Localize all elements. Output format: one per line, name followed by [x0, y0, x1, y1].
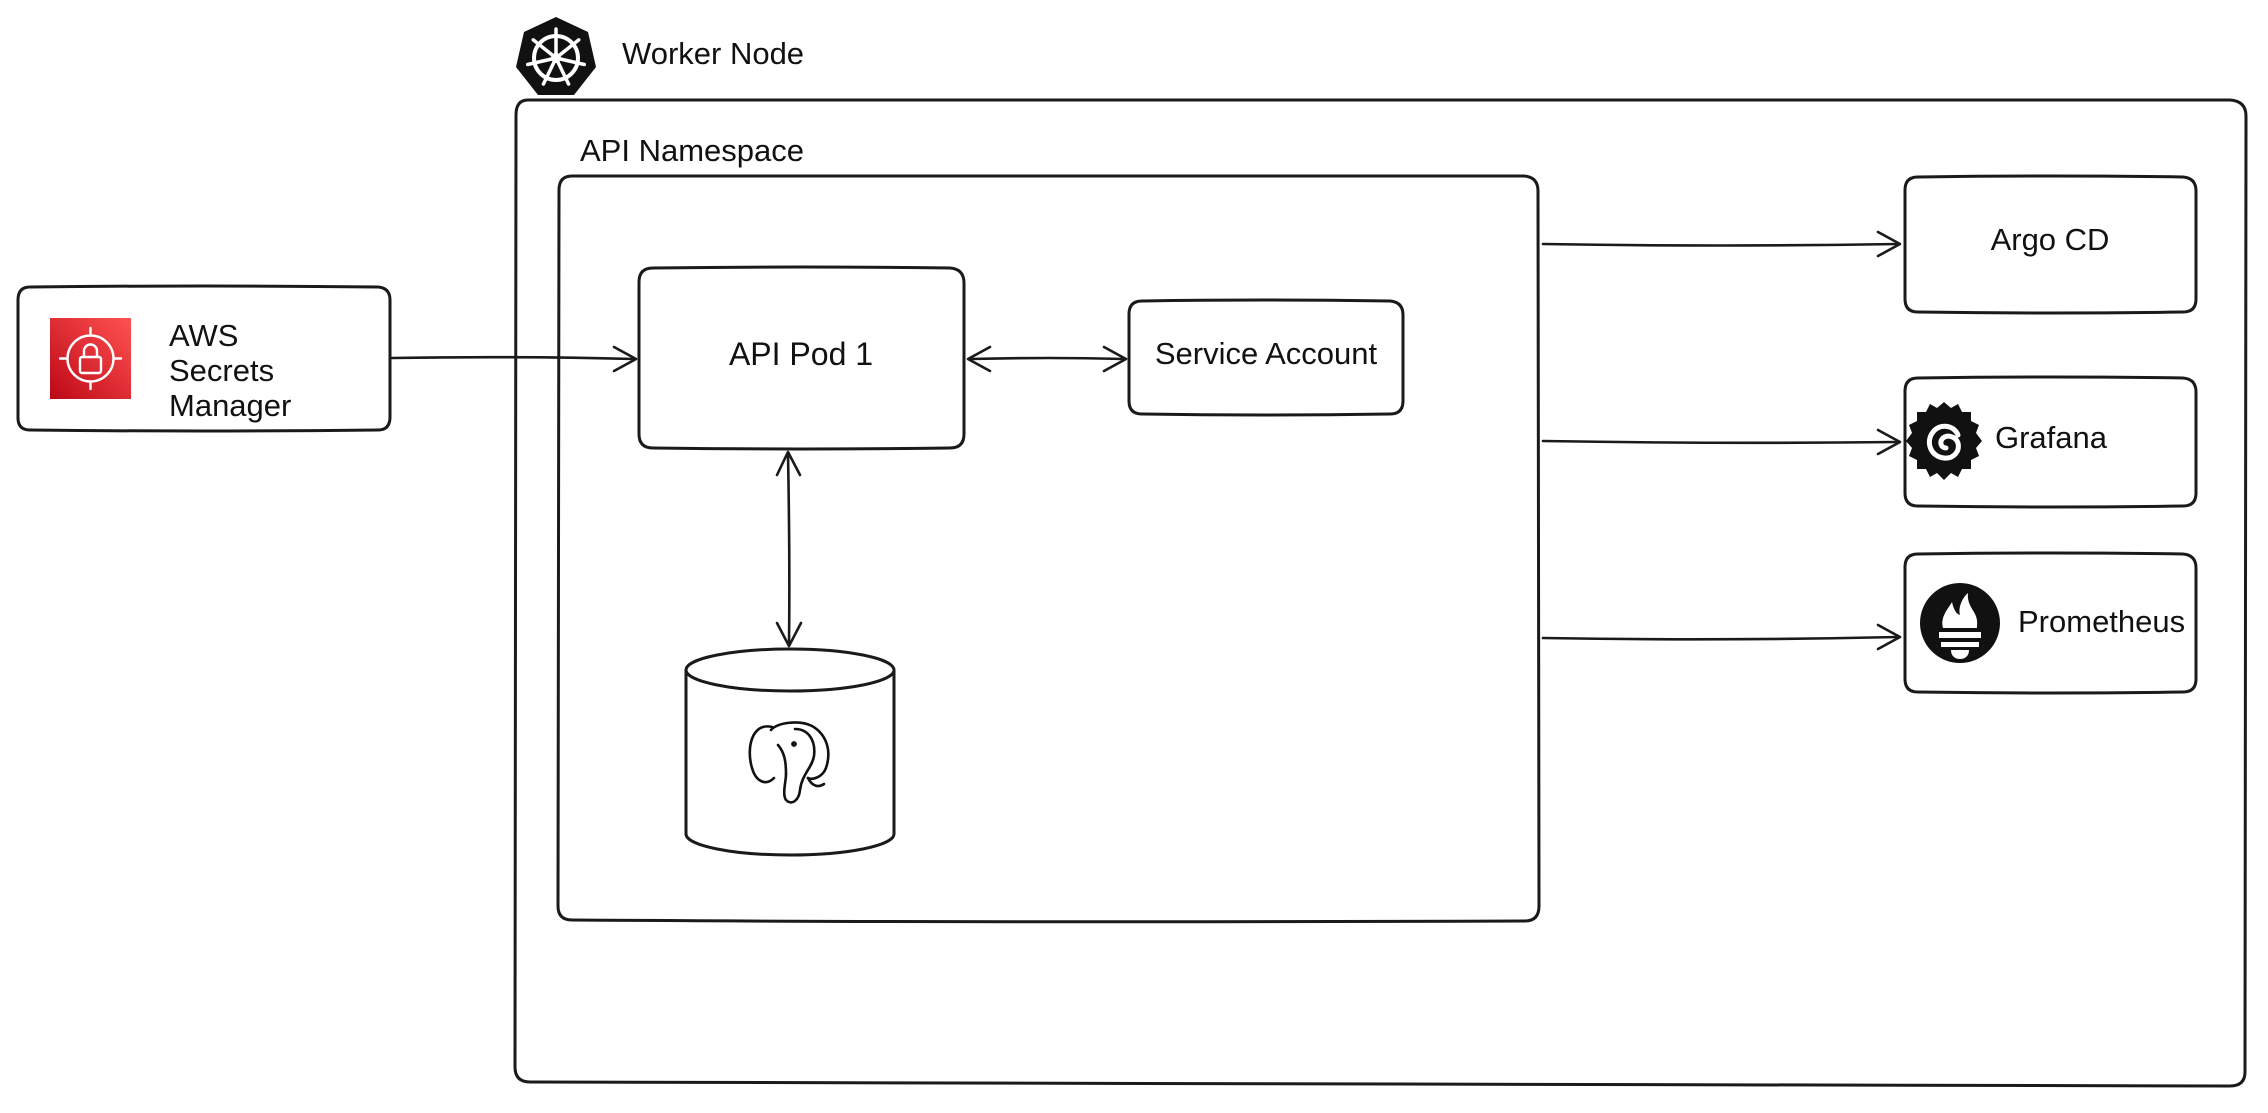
arrow-namespace-to-grafana [1541, 428, 1902, 456]
namespace-label: API Namespace [580, 133, 804, 168]
api-pod-node[interactable]: API Pod 1 [637, 265, 966, 451]
arrow-pod-service-account [966, 345, 1128, 373]
arrow-namespace-to-argo [1541, 230, 1902, 258]
argo-cd-node[interactable]: Argo CD [1903, 174, 2198, 315]
argo-cd-label: Argo CD [1991, 222, 2110, 257]
postgres-database-node[interactable] [684, 647, 896, 857]
grafana-icon [1906, 402, 1982, 480]
postgresql-elephant-icon [748, 721, 830, 804]
arrow-pod-database [775, 450, 803, 648]
api-pod-label: API Pod 1 [729, 336, 873, 372]
service-account-label: Service Account [1155, 336, 1378, 371]
arrow-secrets-to-pod [390, 345, 638, 373]
arrow-namespace-to-prometheus [1541, 623, 1902, 651]
prometheus-label: Prometheus [2018, 604, 2185, 639]
secrets-label-line-3: Manager [169, 388, 291, 423]
aws-secrets-manager-node[interactable]: AWS Secrets Manager [16, 284, 392, 433]
prometheus-node[interactable]: Prometheus [1903, 551, 2198, 695]
worker-node-label: Worker Node [622, 36, 804, 71]
service-account-node[interactable]: Service Account [1127, 298, 1405, 417]
secrets-label-line-2: Secrets [169, 353, 274, 388]
grafana-label: Grafana [1995, 420, 2108, 455]
secrets-label-line-1: AWS [169, 318, 238, 353]
prometheus-icon [1920, 583, 2000, 663]
aws-secrets-manager-icon [50, 318, 131, 399]
grafana-node[interactable]: Grafana [1903, 375, 2198, 509]
kubernetes-icon [516, 17, 596, 95]
